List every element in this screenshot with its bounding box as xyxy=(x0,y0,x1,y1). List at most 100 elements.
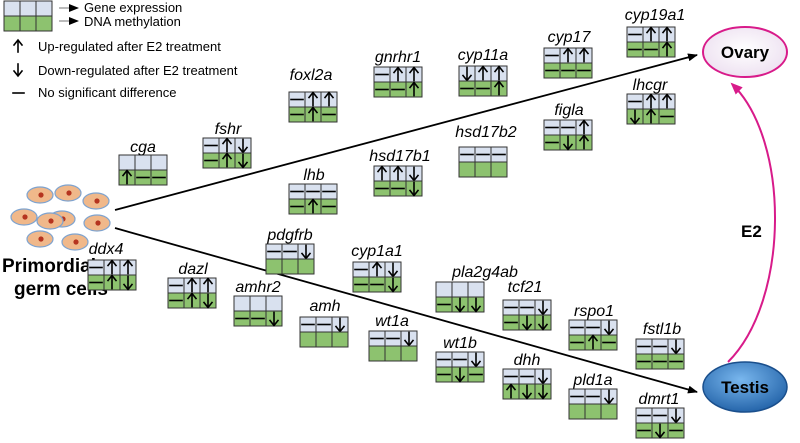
gene-dmrt1-matrix xyxy=(635,407,685,439)
gene-label: wt1a xyxy=(375,313,409,330)
gene-label: dhh xyxy=(514,352,541,369)
gene-amh-methylation-cell xyxy=(299,331,317,348)
gene-label: figla xyxy=(554,102,583,119)
gene-amhr2-expression-cell xyxy=(233,295,251,312)
e2-label: E2 xyxy=(741,222,762,241)
legend-up-icon xyxy=(12,38,24,53)
legend-swatch-methylation-cell xyxy=(3,15,21,32)
gene-label: gnrhr1 xyxy=(375,49,421,66)
gene-pla2g4ab-expression-cell xyxy=(435,281,453,298)
gene-pdgfrb-methylation-cell xyxy=(281,258,299,275)
gene-pla2g4ab-expression-cell xyxy=(467,281,485,298)
gene-wt1a-matrix xyxy=(368,330,418,362)
legend-swatch-methylation-cell xyxy=(19,15,37,32)
gene-lhcgr: lhcgr xyxy=(626,77,676,125)
gene-label: pla2g4ab xyxy=(451,264,518,281)
gene-fshr: fshr xyxy=(202,121,252,169)
germ-cell xyxy=(82,192,110,210)
gene-hsd17b1: hsd17b1 xyxy=(369,148,431,197)
gene-boxes: cga fshr foxl2a gnrhr1 cyp11a cyp17 cyp19a1 lhc… xyxy=(87,7,685,439)
gene-label: cyp17 xyxy=(548,29,592,46)
gene-cyp19a1-matrix xyxy=(626,26,676,58)
gene-dazl: dazl xyxy=(167,261,217,309)
gene-pld1a-methylation-cell xyxy=(600,403,618,420)
gene-cyp17: cyp17 xyxy=(543,29,593,79)
gene-dhh: dhh xyxy=(502,352,552,400)
gene-ddx4: ddx4 xyxy=(87,241,137,291)
gene-pdgfrb-methylation-cell xyxy=(265,258,283,275)
gene-label: cyp1a1 xyxy=(351,243,403,260)
gene-tcf21-matrix xyxy=(502,299,552,331)
gene-wt1a-methylation-cell xyxy=(400,345,418,362)
primordial-label-line2: germ cells xyxy=(14,279,108,300)
gene-cga-expression-cell xyxy=(150,154,168,171)
legend-swatch-methylation-cell xyxy=(35,15,53,32)
legend-none: No significant difference xyxy=(38,85,177,100)
gene-foxl2a: foxl2a xyxy=(288,67,338,123)
gene-label: ddx4 xyxy=(89,241,124,258)
gene-amh: amh xyxy=(299,298,349,348)
legend-dna-methylation: DNA methylation xyxy=(84,14,181,29)
gene-gnrhr1: gnrhr1 xyxy=(373,49,423,98)
testis-pathway-arrow xyxy=(114,227,698,394)
gene-amh-methylation-cell xyxy=(331,331,349,348)
gene-dhh-matrix xyxy=(502,368,552,400)
gene-cyp1a1-matrix xyxy=(352,261,402,293)
gene-wt1b: wt1b xyxy=(435,335,485,383)
gene-fshr-matrix xyxy=(202,137,252,169)
gene-cyp11a: cyp11a xyxy=(458,47,509,97)
gene-label: amhr2 xyxy=(235,279,280,296)
germ-cell xyxy=(61,233,89,251)
gene-pla2g4ab: pla2g4ab xyxy=(435,264,518,313)
gene-label: foxl2a xyxy=(290,67,333,84)
gene-label: cga xyxy=(130,139,156,156)
gene-label: wt1b xyxy=(443,335,477,352)
gene-gnrhr1-matrix xyxy=(373,66,423,98)
gene-pdgfrb: pdgfrb xyxy=(265,227,315,275)
gene-label: pld1a xyxy=(572,372,612,389)
gene-label: cyp11a xyxy=(458,47,509,64)
gene-amh-methylation-cell xyxy=(315,331,333,348)
gene-rspo1: rspo1 xyxy=(568,303,618,351)
gene-label: lhb xyxy=(303,167,324,184)
ovary-pathway-arrow xyxy=(114,53,698,211)
gene-label: dmrt1 xyxy=(639,391,680,408)
legend-up: Up-regulated after E2 treatment xyxy=(38,39,221,54)
gene-cga-expression-cell xyxy=(118,154,136,171)
germ-cell xyxy=(54,184,82,202)
gene-hsd17b2-methylation-cell xyxy=(490,161,508,178)
gene-hsd17b2-methylation-cell xyxy=(474,161,492,178)
gene-cyp1a1: cyp1a1 xyxy=(351,243,403,293)
legend: Gene expression DNA methylation Up-regul… xyxy=(3,0,238,100)
primordial-label-line1: Primordial xyxy=(2,256,96,277)
gene-foxl2a-matrix xyxy=(288,91,338,123)
gene-amhr2: amhr2 xyxy=(233,279,283,327)
gene-wt1a-methylation-cell xyxy=(384,345,402,362)
germ-cell xyxy=(26,230,54,248)
gene-lhb: lhb xyxy=(288,167,338,215)
gene-label: fstl1b xyxy=(643,321,681,338)
germ-cell xyxy=(36,212,64,230)
germ-cell xyxy=(26,186,54,204)
gene-lhcgr-matrix xyxy=(626,93,676,125)
gene-rspo1-matrix xyxy=(568,319,618,351)
gene-cyp11a-matrix xyxy=(458,65,508,97)
gene-wt1a-methylation-cell xyxy=(368,345,386,362)
gene-fstl1b: fstl1b xyxy=(635,321,685,370)
gene-label: rspo1 xyxy=(574,303,614,320)
gene-label: dazl xyxy=(178,261,208,278)
gene-ddx4-matrix xyxy=(87,259,137,291)
gene-dmrt1: dmrt1 xyxy=(635,391,685,439)
gene-cga-expression-cell xyxy=(134,154,152,171)
gene-hsd17b2-methylation-cell xyxy=(458,161,476,178)
gene-pla2g4ab-expression-cell xyxy=(451,281,469,298)
gene-label: lhcgr xyxy=(633,77,668,94)
gene-pdgfrb-methylation-cell xyxy=(297,258,315,275)
gene-cga-matrix xyxy=(118,154,168,186)
legend-swatch-expression-cell xyxy=(3,0,21,17)
gene-pla2g4ab-matrix xyxy=(435,281,485,313)
ovary-node: Ovary xyxy=(702,26,788,78)
gene-hsd17b2-matrix xyxy=(458,146,508,178)
gene-cyp19a1: cyp19a1 xyxy=(625,7,685,58)
